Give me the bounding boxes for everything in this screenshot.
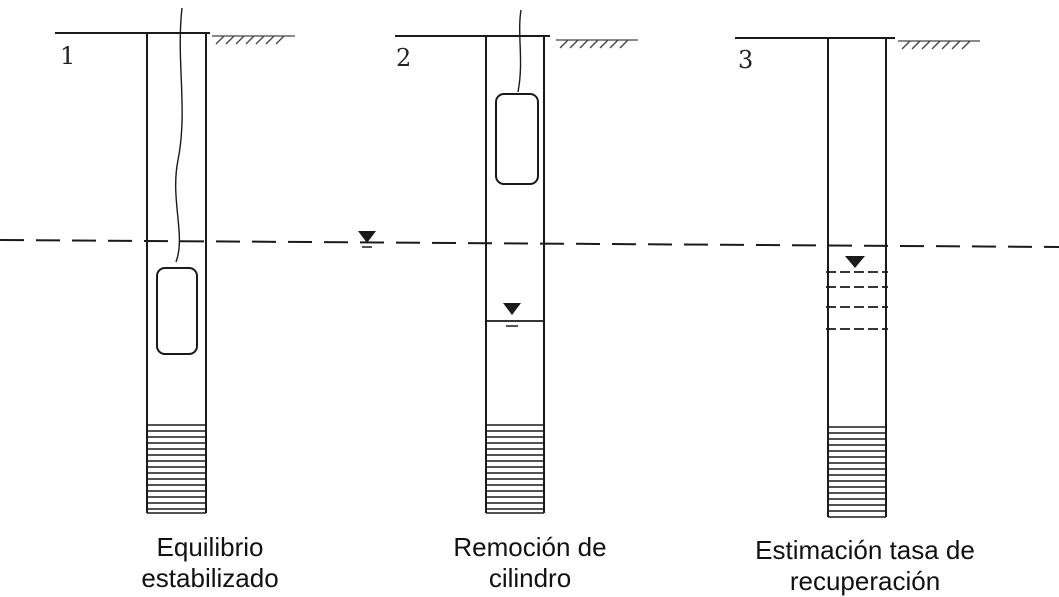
water-level-marker-icon (503, 303, 521, 315)
soil-hatch-icon (898, 40, 980, 50)
well-screen (147, 424, 206, 514)
panel-number: 1 (60, 42, 76, 70)
water-level-marker-icon (845, 256, 865, 268)
static-water-level-line (0, 239, 1059, 248)
panel-caption: Estimación tasa de recuperación (720, 535, 1010, 597)
caption-line: recuperación (789, 566, 941, 596)
caption-line: Remoción de (453, 532, 607, 562)
panel-1-well (55, 7, 376, 514)
soil-hatch-icon (212, 35, 295, 45)
slug-cylinder (156, 267, 198, 355)
panel-2-well (395, 9, 638, 514)
caption-line: Equilibrio (156, 532, 264, 562)
panel-caption: Equilibrio estabilizado (80, 532, 340, 594)
caption-line: estabilizado (141, 563, 279, 593)
panel-number: 2 (396, 44, 412, 72)
panel-number: 3 (738, 46, 754, 74)
slug-cylinder (495, 93, 539, 185)
recovery-levels (826, 271, 888, 330)
suspension-cable (517, 9, 522, 93)
well-screen (486, 424, 544, 514)
soil-hatch-icon (556, 39, 638, 49)
caption-line: Estimación tasa de (755, 535, 975, 565)
suspension-cable (175, 7, 183, 263)
caption-line: cilindro (488, 563, 572, 593)
panel-3-well (735, 37, 980, 518)
water-level-marker-icon (358, 231, 376, 243)
well-screen (828, 426, 886, 518)
panel-caption: Remoción de cilindro (400, 532, 660, 594)
